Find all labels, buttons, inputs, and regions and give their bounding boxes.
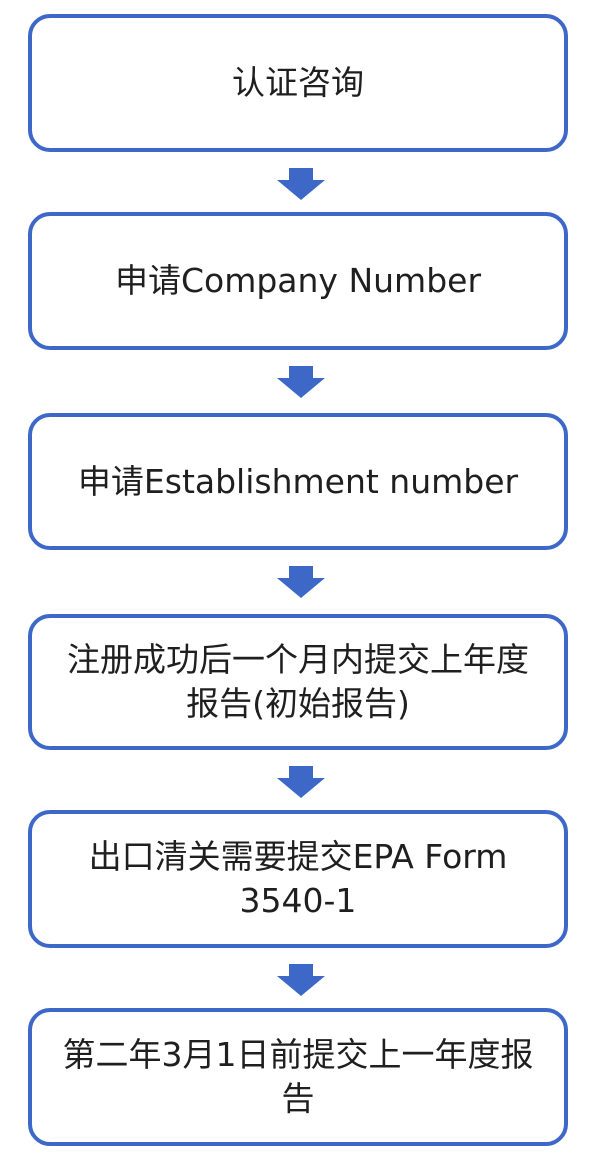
step-box-certification-consulting: 认证咨询: [28, 14, 568, 152]
step-box-establishment-number: 申请Establishment number: [28, 413, 568, 550]
step-box-company-number: 申请Company Number: [28, 212, 568, 350]
step-label: 注册成功后一个月内提交上年度报告(初始报告): [67, 640, 529, 723]
step-label: 第二年3月1日前提交上一年度报告: [62, 1035, 534, 1118]
down-arrow-icon: [277, 366, 325, 398]
down-arrow-icon: [277, 964, 325, 996]
step-box-annual-report-initial: 注册成功后一个月内提交上年度报告(初始报告): [28, 614, 568, 750]
step-label: 申请Establishment number: [77, 461, 519, 501]
down-arrow-icon: [277, 566, 325, 598]
step-box-annual-report-deadline: 第二年3月1日前提交上一年度报告: [28, 1008, 568, 1146]
step-label: 申请Company Number: [114, 261, 482, 300]
down-arrow-icon: [277, 168, 325, 200]
step-label: 认证咨询: [232, 63, 364, 102]
step-label: 出口清关需要提交EPA Form 3540-1: [88, 837, 508, 920]
step-box-export-clearance: 出口清关需要提交EPA Form 3540-1: [28, 810, 568, 948]
down-arrow-icon: [277, 766, 325, 798]
